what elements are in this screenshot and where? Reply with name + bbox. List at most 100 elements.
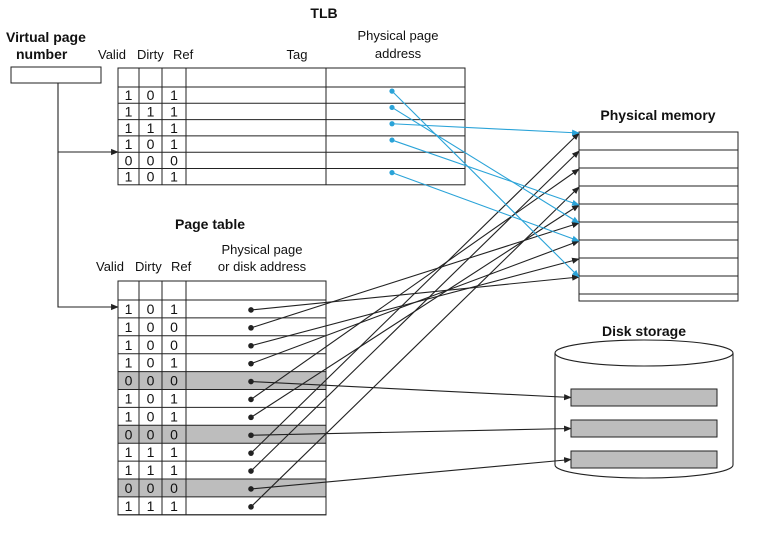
tlb-valid-bit: 0 (125, 152, 133, 168)
tlb-valid-bit: 1 (125, 120, 133, 136)
page-table-col-valid: Valid (96, 259, 124, 274)
tlb-ref-bit: 1 (170, 120, 178, 136)
tlb-arrows (389, 88, 580, 278)
virtual-page-number-label-line2: number (16, 46, 68, 62)
tlb-valid-bit: 1 (125, 103, 133, 119)
page-table-arrows (248, 132, 580, 510)
page-table-ref-bit: 1 (170, 301, 178, 317)
tlb-ref-bit: 1 (170, 103, 178, 119)
physical-memory-slot (578, 149, 739, 169)
page-table-valid-bit: 1 (125, 319, 133, 335)
tlb-to-memory-arrow (391, 172, 580, 242)
page-table-col-physical-line2: or disk address (218, 259, 307, 274)
page-table-ref-bit: 1 (170, 390, 178, 406)
page-table-to-memory-arrow (250, 222, 580, 329)
page-table-to-memory-arrow (250, 186, 580, 508)
tlb-pointer-dot (389, 137, 395, 143)
page-table-valid-bit: 0 (125, 373, 133, 389)
page-table-col-dirty: Dirty (135, 259, 162, 274)
page-table-to-memory-arrow (250, 240, 580, 365)
physical-memory-bottom-edge (578, 293, 739, 302)
page-table-pointer-dot (248, 360, 254, 367)
tlb-ref-bit: 1 (170, 169, 178, 185)
page-table-col-physical-line1: Physical page (222, 242, 303, 257)
tlb-col-tag: Tag (287, 47, 308, 62)
disk-storage-title: Disk storage (602, 323, 686, 339)
page-table-dirty-bit: 0 (147, 301, 155, 317)
disk-block (570, 450, 718, 469)
page-table-dirty-bit: 0 (147, 355, 155, 371)
physical-memory-slot (578, 203, 739, 223)
tlb-col-ref: Ref (173, 47, 194, 62)
page-table-dirty-bit: 0 (147, 408, 155, 424)
page-table-pointer-dot (248, 325, 254, 331)
physical-memory-slot (578, 239, 739, 259)
page-table-dirty-bit: 1 (147, 444, 155, 460)
page-table-dirty-bit: 0 (147, 337, 155, 353)
page-table-invalid-row-shade (118, 371, 326, 390)
tlb-title: TLB (310, 5, 337, 21)
page-table-ref-bit: 1 (170, 444, 178, 460)
tlb-to-memory-arrow (391, 139, 580, 206)
page-table-title: Page table (175, 216, 245, 232)
page-table-valid-bit: 0 (125, 426, 133, 442)
physical-memory-slot (578, 257, 739, 277)
physical-memory (578, 131, 739, 302)
tlb-to-memory-arrow (391, 123, 580, 136)
vpn-to-tlb-arrow (57, 83, 119, 156)
page-table-valid-bit: 1 (125, 355, 133, 371)
tlb-col-physical-line1: Physical page (358, 28, 439, 43)
virtual-page-number-box (10, 66, 102, 84)
tlb-dirty-bit: 0 (147, 169, 155, 185)
page-table-ref-bit: 1 (170, 462, 178, 478)
page-table-dirty-bit: 0 (147, 373, 155, 389)
page-table-invalid-row-shade (118, 425, 326, 444)
tlb-valid-bit: 1 (125, 169, 133, 185)
page-table-valid-bit: 1 (125, 408, 133, 424)
page-table-ref-bit: 0 (170, 319, 178, 335)
page-table-dirty-bit: 0 (147, 480, 155, 496)
physical-memory-slot (578, 275, 739, 295)
page-table-ref-bit: 1 (170, 498, 178, 514)
page-table-valid-bit: 1 (125, 390, 133, 406)
page-table-valid-bit: 1 (125, 444, 133, 460)
physical-memory-title: Physical memory (600, 107, 715, 123)
tlb-ref-bit: 0 (170, 152, 178, 168)
page-table-valid-bit: 1 (125, 498, 133, 514)
page-table-ref-bit: 1 (170, 408, 178, 424)
physical-memory-slot (578, 185, 739, 205)
physical-memory-slot (578, 167, 739, 187)
tlb-valid-bit: 1 (125, 136, 133, 152)
page-table-dirty-bit: 0 (147, 390, 155, 406)
tlb-col-valid: Valid (98, 47, 126, 62)
vpn-to-page-table-arrow (57, 152, 119, 311)
page-table-dirty-bit: 0 (147, 426, 155, 442)
page-table-to-disk-arrow (250, 381, 572, 401)
tlb-to-memory-arrow (391, 90, 580, 278)
disk-cylinder-top (554, 339, 734, 367)
disk-storage (554, 339, 734, 479)
tlb-dirty-bit: 1 (147, 120, 155, 136)
page-table-to-disk-arrow (250, 457, 572, 490)
page-table-dirty-bit: 1 (147, 462, 155, 478)
page-table-dirty-bit: 1 (147, 498, 155, 514)
page-table-ref-bit: 1 (170, 355, 178, 371)
page-table-valid-bit: 1 (125, 337, 133, 353)
tlb-col-physical-line2: address (375, 46, 422, 61)
page-table-invalid-row-shade (118, 479, 326, 497)
disk-block (570, 419, 718, 438)
page-table-pointer-dot (248, 414, 254, 421)
page-table-valid-bit: 1 (125, 301, 133, 317)
page-table-to-disk-arrow (250, 425, 572, 436)
disk-block (570, 388, 718, 407)
page-table-ref-bit: 0 (170, 480, 178, 496)
virtual-page-number-label-line1: Virtual page (6, 29, 86, 45)
page-table-ref-bit: 0 (170, 426, 178, 442)
page-table-to-memory-arrow (250, 168, 580, 400)
page-table-valid-bit: 0 (125, 480, 133, 496)
tlb-dirty-bit: 1 (147, 103, 155, 119)
